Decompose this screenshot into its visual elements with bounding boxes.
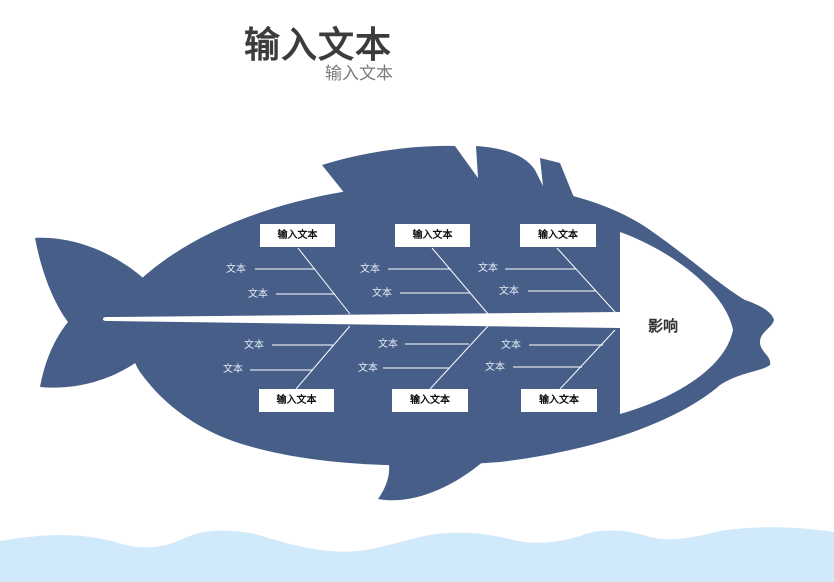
- category-box-bottom-3[interactable]: 输入文本: [521, 389, 597, 412]
- page-title: 输入文本: [244, 25, 393, 66]
- cause-label[interactable]: 文本: [223, 364, 243, 375]
- fish-spine: [103, 312, 620, 328]
- cause-label[interactable]: 文本: [248, 289, 268, 300]
- fish-head: [620, 232, 733, 414]
- category-box-bottom-1[interactable]: 输入文本: [259, 389, 334, 412]
- category-box-top-1[interactable]: 输入文本: [260, 224, 335, 247]
- cause-label[interactable]: 文本: [226, 264, 246, 275]
- branch-lines: [250, 247, 616, 390]
- fish-tail: [35, 237, 150, 388]
- cause-label[interactable]: 文本: [360, 264, 380, 275]
- cause-label[interactable]: 文本: [501, 340, 521, 351]
- fish-belly-fin: [378, 455, 485, 501]
- cause-label[interactable]: 文本: [499, 286, 519, 297]
- category-box-top-2[interactable]: 输入文本: [395, 224, 470, 247]
- cause-label[interactable]: 文本: [244, 340, 264, 351]
- cause-label[interactable]: 文本: [485, 362, 505, 373]
- water-wave: [0, 527, 834, 582]
- category-box-bottom-2[interactable]: 输入文本: [392, 389, 468, 412]
- category-box-top-3[interactable]: 输入文本: [520, 224, 596, 247]
- cause-label[interactable]: 文本: [372, 288, 392, 299]
- page-subtitle: 输入文本: [325, 64, 393, 84]
- cause-label[interactable]: 文本: [378, 339, 398, 350]
- cause-label[interactable]: 文本: [358, 363, 378, 374]
- cause-label[interactable]: 文本: [478, 263, 498, 274]
- effect-label[interactable]: 影响: [648, 317, 679, 335]
